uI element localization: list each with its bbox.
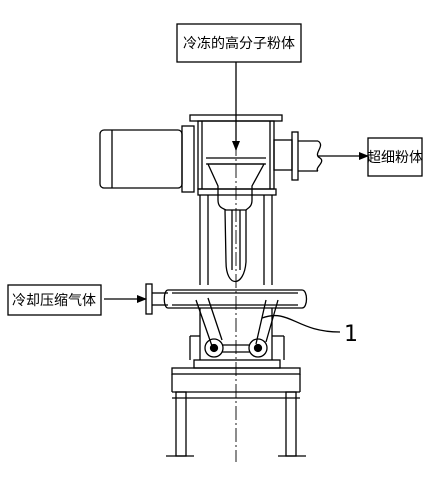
part-leader-line xyxy=(261,314,341,333)
output-label: 超细粉体 xyxy=(367,150,423,166)
gas-label: 冷却压缩气体 xyxy=(12,293,96,309)
classifier-cone xyxy=(206,163,266,282)
output-pipe xyxy=(273,131,369,181)
input-label-box xyxy=(176,23,302,63)
part-number-label: 1 xyxy=(344,322,358,347)
grinding-chamber xyxy=(189,297,285,360)
input-label: 冷冻的高分子粉体 xyxy=(183,35,295,52)
main-column xyxy=(197,188,277,285)
gas-manifold xyxy=(145,283,308,315)
motor xyxy=(99,125,195,193)
gas-label-box xyxy=(7,284,102,316)
left-nozzle xyxy=(204,338,224,358)
right-nozzle xyxy=(248,338,268,358)
output-label-box xyxy=(367,137,423,177)
